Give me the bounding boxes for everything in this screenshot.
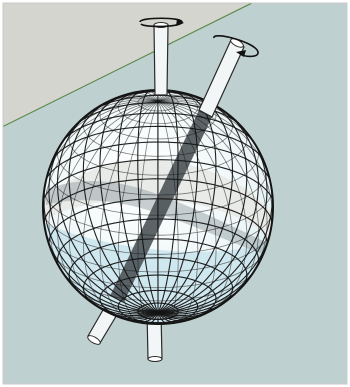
vertical-axis-upper <box>154 23 168 96</box>
